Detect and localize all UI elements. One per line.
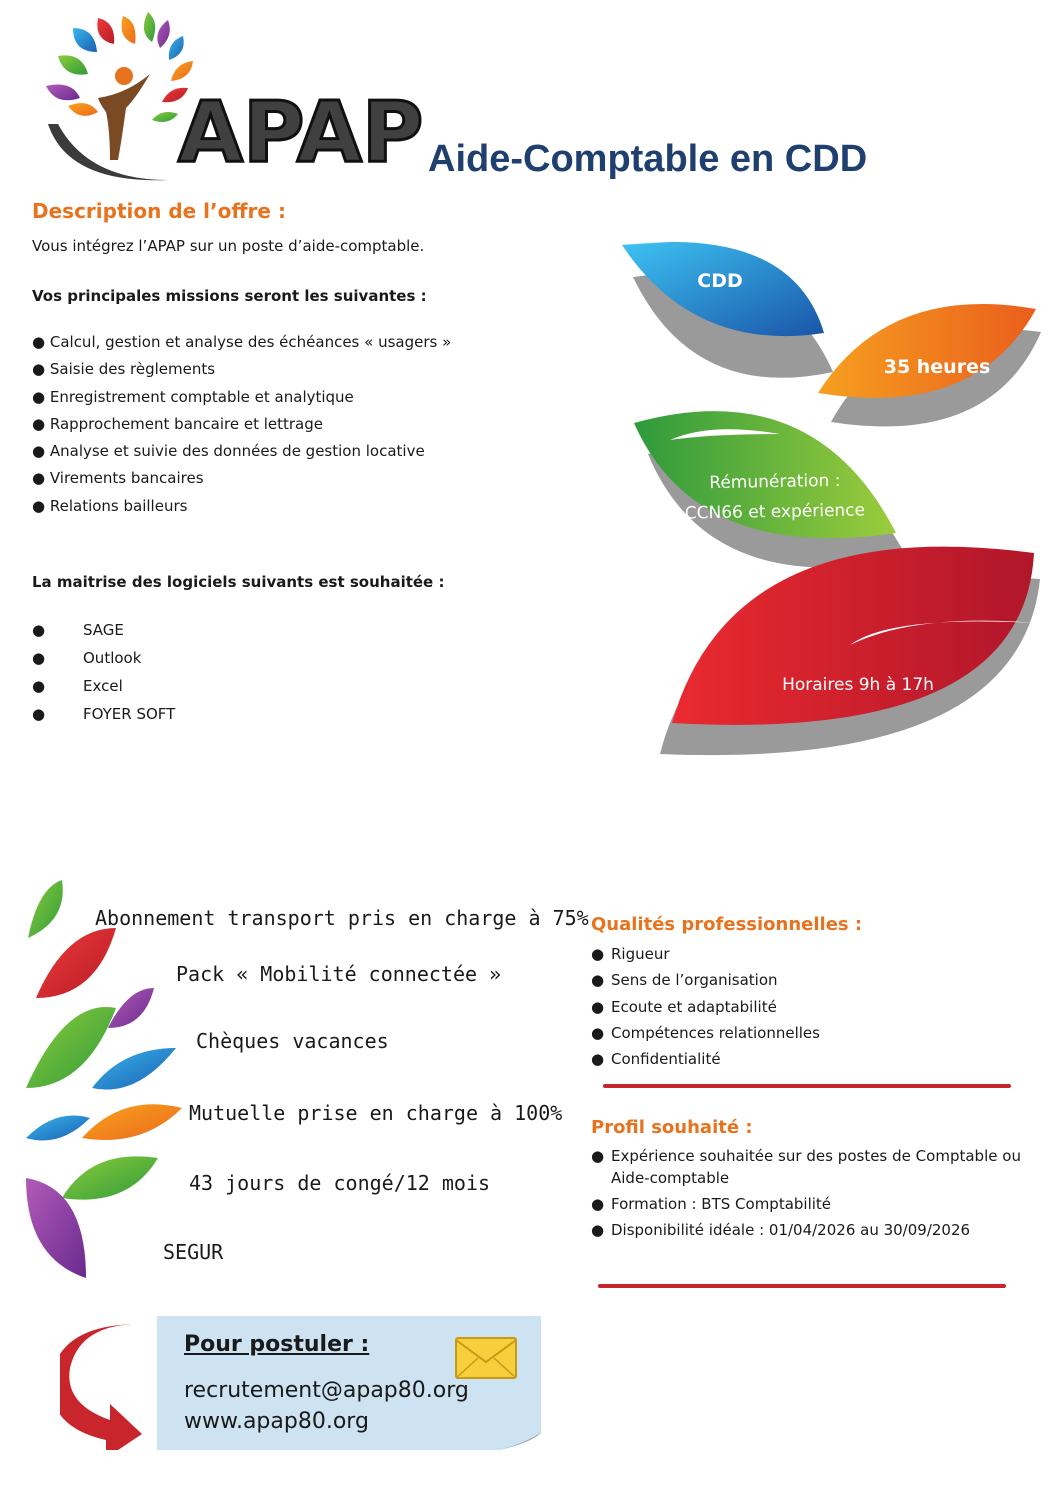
benefit-mobility: Pack « Mobilité connectée » bbox=[176, 962, 502, 986]
bullet-icon: ● bbox=[591, 1050, 605, 1069]
benefits-leaves-decoration bbox=[26, 880, 182, 1278]
apply-heading: Pour postuler : bbox=[184, 1332, 370, 1357]
profile-heading: Profil souhaité : bbox=[591, 1117, 753, 1138]
benefit-health-insurance: Mutuelle prise en charge à 100% bbox=[189, 1101, 563, 1125]
description-heading: Description de l’offre : bbox=[32, 199, 286, 223]
pay-line1: Rémunération : bbox=[709, 471, 841, 493]
bullet-icon: ● bbox=[32, 705, 46, 723]
list-item: ●Confidentialité bbox=[591, 1050, 721, 1069]
hours-label: 35 heures bbox=[884, 356, 991, 378]
bullet-icon: ● bbox=[591, 1195, 605, 1213]
logo-wordmark: APAP bbox=[178, 83, 423, 181]
software-heading: La maitrise des logiciels suivants est s… bbox=[32, 573, 445, 591]
list-item: ● Saisie des règlements bbox=[32, 360, 216, 379]
bullet-icon: ● bbox=[591, 997, 605, 1016]
list-item: ● Relations bailleurs bbox=[32, 496, 188, 515]
list-item: ● Calcul, gestion et analyse des échéanc… bbox=[32, 333, 452, 351]
benefit-segur: SEGUR bbox=[163, 1240, 224, 1264]
list-item: ● Rapprochement bancaire et lettrage bbox=[32, 414, 323, 433]
intro-text: Vous intégrez l’APAP sur un poste d’aide… bbox=[32, 237, 425, 255]
list-item: ● Virements bancaires bbox=[32, 469, 204, 488]
list-item: ●Rigueur bbox=[591, 945, 670, 963]
curved-arrow-icon bbox=[60, 1324, 142, 1450]
contract-type-label: CDD bbox=[697, 270, 743, 292]
qualities-heading: Qualités professionnelles : bbox=[591, 914, 863, 935]
list-item: ●Ecoute et adaptabilité bbox=[591, 997, 777, 1016]
apply-website-link[interactable]: www.apap80.org bbox=[184, 1409, 369, 1434]
list-item: ●Formation : BTS Comptabilité bbox=[591, 1195, 832, 1213]
benefit-leave-days: 43 jours de congé/12 mois bbox=[189, 1171, 491, 1195]
job-title: Aide-Comptable en CDD bbox=[428, 138, 868, 180]
benefit-transport: Abonnement transport pris en charge à 75… bbox=[95, 906, 589, 930]
benefit-vacation-vouchers: Chèques vacances bbox=[196, 1029, 389, 1053]
profile-list: ●Expérience souhaitée sur des postes de … bbox=[591, 1145, 1021, 1245]
list-item: ●Sens de l’organisation bbox=[591, 971, 778, 990]
bullet-icon: ● bbox=[32, 621, 46, 639]
bullet-icon: ● bbox=[591, 971, 605, 990]
divider bbox=[603, 1084, 1011, 1088]
missions-heading: Vos principales missions seront les suiv… bbox=[32, 287, 427, 305]
bullet-icon: ● bbox=[591, 1023, 605, 1042]
page-curl-decoration bbox=[490, 1432, 542, 1452]
pay-line2: CCN66 et expérience bbox=[685, 500, 866, 523]
list-item: ● Enregistrement comptable et analytique bbox=[32, 387, 354, 406]
list-item: ●Outlook bbox=[32, 649, 142, 667]
list-item: ● Analyse et suivie des données de gesti… bbox=[32, 442, 425, 461]
highlights-leaves: CDD 35 heures Rémunération : CCN66 et ex… bbox=[622, 237, 1041, 756]
list-item: ●Compétences relationnelles bbox=[591, 1023, 820, 1042]
apap-logo: APAP bbox=[46, 12, 425, 183]
list-item: ●SAGE bbox=[32, 621, 124, 639]
qualities-list: ●Rigueur ●Sens de l’organisation ●Ecoute… bbox=[591, 943, 820, 1074]
software-list: ●SAGE ●Outlook ●Excel ●FOYER SOFT bbox=[32, 619, 175, 731]
list-item: ●Expérience souhaitée sur des postes de … bbox=[591, 1147, 1021, 1187]
list-item: ●Disponibilité idéale : 01/04/2026 au 30… bbox=[591, 1221, 971, 1239]
list-item: ●FOYER SOFT bbox=[32, 705, 176, 723]
missions-list: ● Calcul, gestion et analyse des échéanc… bbox=[32, 331, 451, 522]
apply-email-link[interactable]: recrutement@apap80.org bbox=[184, 1378, 469, 1403]
bullet-icon: ● bbox=[591, 1221, 605, 1239]
bullet-icon: ● bbox=[591, 1147, 605, 1165]
bullet-icon: ● bbox=[32, 649, 46, 667]
list-item: ●Excel bbox=[32, 677, 123, 695]
divider bbox=[598, 1284, 1006, 1288]
bullet-icon: ● bbox=[32, 677, 46, 695]
envelope-icon bbox=[455, 1337, 517, 1379]
bullet-icon: ● bbox=[591, 945, 605, 963]
schedule-label: Horaires 9h à 17h bbox=[782, 675, 934, 695]
